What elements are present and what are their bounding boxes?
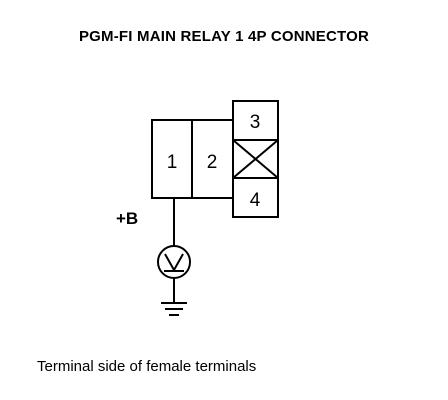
voltmeter-icon — [157, 245, 191, 279]
terminal-3-label: 3 — [250, 112, 261, 133]
terminal-1-label: 1 — [167, 152, 178, 173]
voltmeter-v-symbol — [164, 253, 184, 273]
terminal-4-cavity — [232, 177, 279, 218]
terminal-4-label: 4 — [250, 190, 261, 211]
probe-label: +B — [116, 209, 138, 228]
diagram-caption: Terminal side of female terminals — [37, 358, 257, 375]
diagram-title: PGM-FI MAIN RELAY 1 4P CONNECTOR — [78, 28, 370, 45]
unused-cavity-cross-2 — [232, 139, 279, 179]
terminal-2-label: 2 — [207, 152, 218, 173]
ground-icon — [161, 302, 187, 316]
